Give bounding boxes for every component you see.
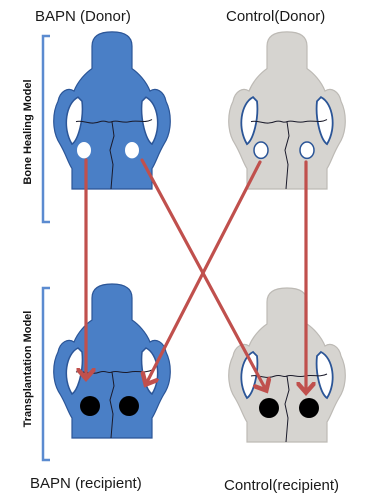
graft-dot-right bbox=[299, 398, 319, 418]
defect-hole-right bbox=[125, 142, 139, 158]
skull-control-donor bbox=[229, 32, 346, 189]
graft-dot-left bbox=[259, 398, 279, 418]
skull-bapn-donor bbox=[54, 32, 171, 189]
defect-hole-left bbox=[254, 142, 268, 158]
graft-dot-right bbox=[119, 396, 139, 416]
skull-bapn-recipient bbox=[54, 284, 171, 438]
defect-hole-right bbox=[300, 142, 314, 158]
defect-hole-left bbox=[77, 142, 91, 158]
bracket-transplantation bbox=[43, 288, 50, 460]
graft-dot-left bbox=[80, 396, 100, 416]
skull-control-recipient bbox=[229, 288, 346, 442]
bracket-bone-healing bbox=[43, 36, 50, 222]
